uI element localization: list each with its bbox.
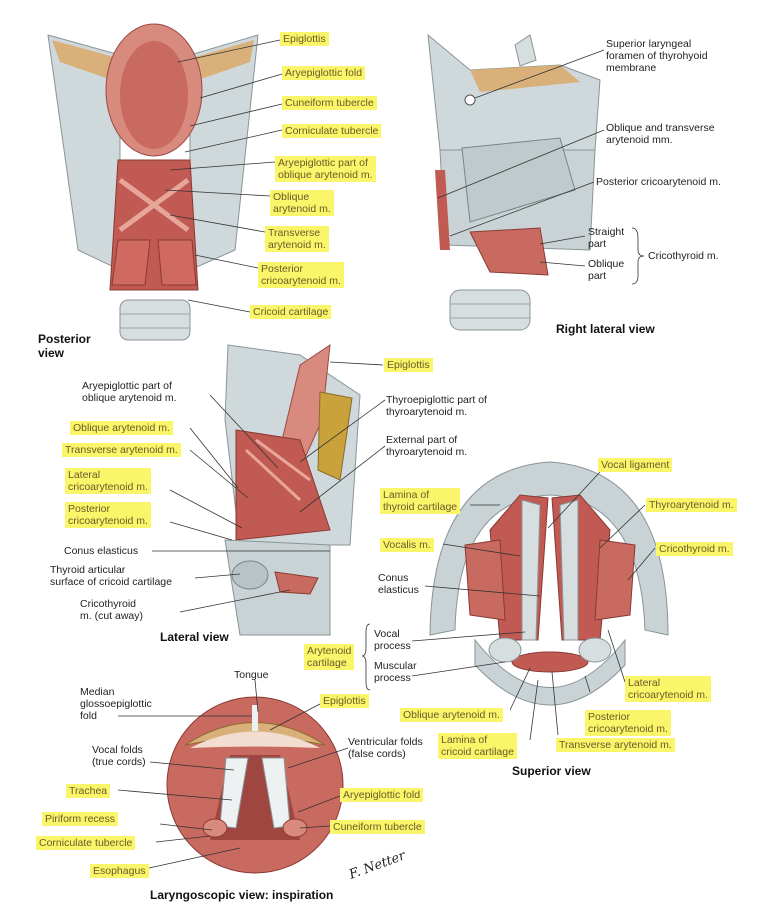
label-vocal-process: Vocal process xyxy=(374,628,411,652)
label-cricoid-cartilage: Cricoid cartilage xyxy=(250,305,332,319)
label-aryepiglottic-part-lat: Aryepiglottic part of oblique arytenoid … xyxy=(82,380,177,404)
label-lamina-thyroid-cartilage: Lamina of thyroid cartilage xyxy=(380,488,461,514)
label-corniculate-tubercle: Corniculate tubercle xyxy=(282,124,382,138)
label-external-thyroarytenoid: External part of thyroarytenoid m. xyxy=(386,434,468,458)
label-median-glossoepiglottic-fold: Median glossoepiglottic fold xyxy=(80,686,152,722)
label-conus-elasticus-lat: Conus elasticus xyxy=(64,545,139,557)
lateral-larynx-drawing xyxy=(224,343,361,636)
label-trachea: Trachea xyxy=(66,784,111,798)
label-cuneiform-tubercle: Cuneiform tubercle xyxy=(282,96,377,110)
label-epiglottis: Epiglottis xyxy=(280,32,329,46)
label-superior-laryngeal-foramen: Superior laryngeal foramen of thyrohyoid… xyxy=(606,38,708,74)
label-vocal-ligament: Vocal ligament xyxy=(598,458,673,472)
label-straight-part: Straight part xyxy=(588,226,625,250)
label-ventricular-folds: Ventricular folds (false cords) xyxy=(348,736,423,760)
laryngoscopic-drawing xyxy=(166,696,344,874)
label-transverse-arytenoid-sup: Transverse arytenoid m. xyxy=(556,738,675,752)
label-transverse-arytenoid-lat: Transverse arytenoid m. xyxy=(62,443,181,457)
label-vocal-folds: Vocal folds (true cords) xyxy=(92,744,146,768)
posterior-view-title: Posterior view xyxy=(38,332,91,360)
label-lateral-cricoarytenoid-lat: Lateral cricoarytenoid m. xyxy=(65,468,151,494)
label-oblique-part: Oblique part xyxy=(588,258,625,282)
label-lateral-cricoarytenoid-sup: Lateral cricoarytenoid m. xyxy=(625,676,711,702)
label-posterior-cricoarytenoid-lat: Posterior cricoarytenoid m. xyxy=(65,502,151,528)
right-lateral-view-title: Right lateral view xyxy=(556,322,655,336)
laryngoscopic-leader-lines xyxy=(117,679,349,871)
label-piriform-recess: Piriform recess xyxy=(42,812,119,826)
label-esophagus: Esophagus xyxy=(90,864,149,878)
label-arytenoid-cartilage: Arytenoid cartilage xyxy=(304,644,355,670)
posterior-larynx-drawing xyxy=(47,23,259,341)
label-aryepiglottic-part-oblique-arytenoid: Aryepiglottic part of oblique arytenoid … xyxy=(275,156,376,182)
label-aryepiglottic-fold: Aryepiglottic fold xyxy=(282,66,366,80)
right-lateral-larynx-drawing xyxy=(427,33,601,331)
label-oblique-transverse-arytenoid: Oblique and transverse arytenoid mm. xyxy=(606,122,715,146)
label-aryepiglottic-fold-lar: Aryepiglottic fold xyxy=(340,788,424,802)
superior-larynx-drawing xyxy=(429,461,669,706)
label-thyroarytenoid: Thyroarytenoid m. xyxy=(646,498,737,512)
superior-leader-lines xyxy=(361,471,656,741)
laryngoscopic-view-title: Laryngoscopic view: inspiration xyxy=(150,888,334,902)
label-posterior-cricoarytenoid: Posterior cricoarytenoid m. xyxy=(258,262,344,288)
label-cricothyroid-rl: Cricothyroid m. xyxy=(648,250,719,262)
label-cricothyroid-sup: Cricothyroid m. xyxy=(656,542,733,556)
label-epiglottis-lat: Epiglottis xyxy=(384,358,433,372)
label-posterior-cricoarytenoid-sup: Posterior cricoarytenoid m. xyxy=(585,710,671,736)
label-thyroid-articular-surface: Thyroid articular surface of cricoid car… xyxy=(50,564,172,588)
label-oblique-arytenoid-lat: Oblique arytenoid m. xyxy=(70,421,173,435)
posterior-leader-lines xyxy=(164,39,283,313)
label-cricothyroid-cut-away: Cricothyroid m. (cut away) xyxy=(80,598,144,622)
label-posterior-cricoarytenoid-rl: Posterior cricoarytenoid m. xyxy=(596,176,721,188)
label-vocalis: Vocalis m. xyxy=(380,538,434,552)
label-tongue: Tongue xyxy=(234,669,269,681)
label-conus-elasticus-sup: Conus elasticus xyxy=(378,572,419,596)
label-muscular-process: Muscular process xyxy=(374,660,417,684)
label-thyroepiglottic-part: Thyroepiglottic part of thyroarytenoid m… xyxy=(386,394,487,418)
lateral-leader-lines xyxy=(152,361,386,613)
label-corniculate-tubercle-lar: Corniculate tubercle xyxy=(36,836,136,850)
label-epiglottis-lar: Epiglottis xyxy=(320,694,369,708)
label-oblique-arytenoid: Oblique arytenoid m. xyxy=(270,190,334,216)
label-cuneiform-tubercle-lar: Cuneiform tubercle xyxy=(330,820,425,834)
right-lateral-leader-lines xyxy=(437,49,645,285)
lateral-view-title: Lateral view xyxy=(160,630,229,644)
label-oblique-arytenoid-sup: Oblique arytenoid m. xyxy=(400,708,503,722)
label-lamina-cricoid-cartilage: Lamina of cricoid cartilage xyxy=(438,733,517,759)
label-transverse-arytenoid: Transverse arytenoid m. xyxy=(265,226,329,252)
superior-view-title: Superior view xyxy=(512,764,591,778)
